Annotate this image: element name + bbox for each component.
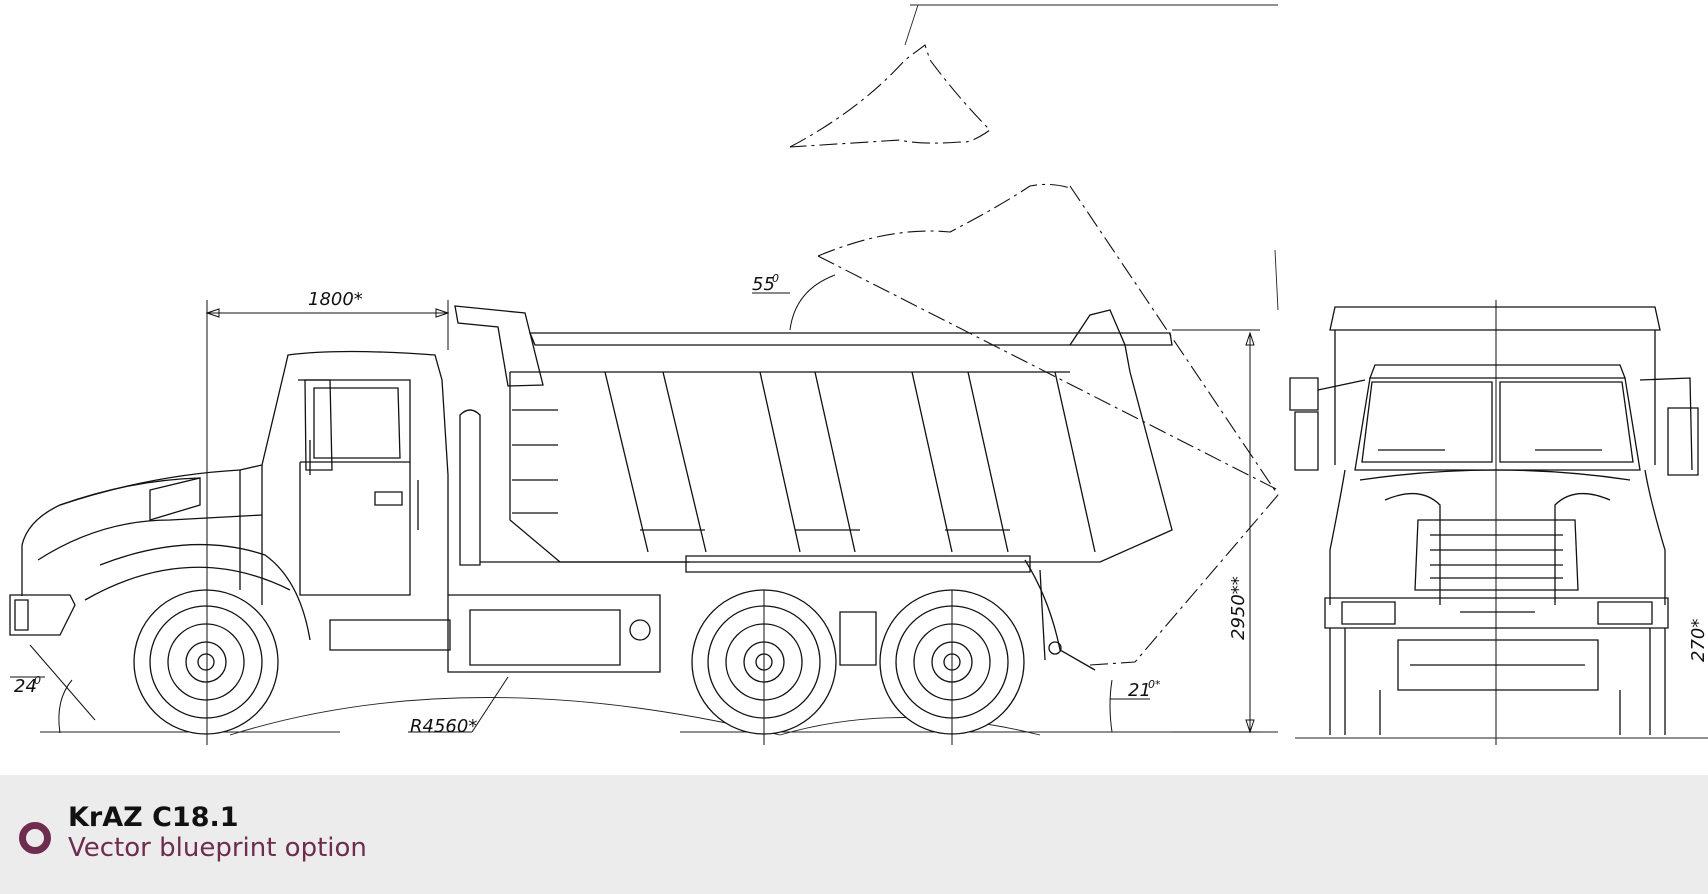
dimension-departure-angle: 21	[1128, 680, 1151, 701]
dimension-height: 2950**	[1228, 576, 1249, 640]
front-wheel	[133, 589, 279, 735]
caption-bar	[0, 775, 1708, 894]
dimension-front-overhang: 1800*	[308, 289, 363, 310]
truck-cab-side	[9, 350, 661, 673]
caption-subtitle: Vector blueprint option	[68, 833, 367, 863]
truck-blueprint-drawing: 1800* 55 0 24 0 21 0* R4560* 2950** 270*	[9, 4, 1708, 745]
ring-bullet-icon	[19, 822, 51, 854]
dimension-turning-radius: R4560*	[410, 716, 477, 737]
blueprint-svg: 1800* 55 0 24 0 21 0* R4560* 2950** 270*	[9, 4, 1708, 745]
degree-mark-tilt: 0	[772, 272, 779, 285]
raised-body-outline	[789, 4, 1279, 666]
caption-title: KrAZ C18.1	[68, 802, 239, 833]
ground-lines	[40, 697, 1708, 739]
degree-mark-approach: 0	[34, 674, 41, 687]
side-wheels	[133, 559, 1096, 735]
dimension-tilt-angle: 55	[752, 274, 775, 295]
truck-front-view	[1289, 300, 1699, 745]
dimension-labels: 1800* 55 0 24 0 21 0* R4560* 2950** 270*	[14, 272, 1708, 737]
dimension-lines	[10, 274, 1260, 745]
dimension-front-clearance: 270*	[1688, 619, 1708, 662]
dimension-approach-angle: 24	[14, 676, 37, 697]
degree-mark-departure: 0*	[1148, 678, 1161, 691]
dump-body	[454, 305, 1173, 573]
